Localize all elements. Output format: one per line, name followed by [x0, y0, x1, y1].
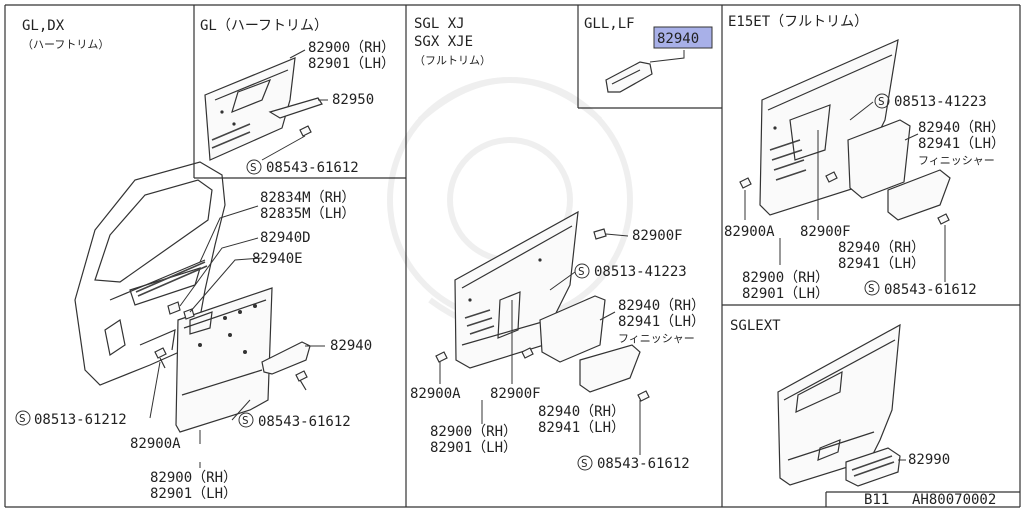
panel-gl-half-title: GL（ハーフトリム）: [200, 18, 328, 34]
screw-symbol-icon: S: [15, 410, 31, 426]
svg-text:S: S: [581, 457, 588, 470]
screw-illustration: [937, 213, 950, 225]
panel-sglext: SGLEXT 82990: [730, 318, 950, 487]
highlight-box: [653, 26, 713, 49]
armrest-illustration: [887, 169, 951, 221]
label-82941-lh: 82941（LH）: [918, 136, 1005, 152]
panel-e15et-title: E15ET（フルトリム）: [728, 14, 868, 30]
label-finisher: フィニッシャー: [618, 332, 695, 345]
screw-symbol-icon: S: [574, 263, 590, 279]
svg-text:S: S: [242, 414, 249, 427]
label-82941-lh-2: 82941（LH）: [838, 256, 925, 272]
label-82900-rh: 82900（RH）: [308, 40, 395, 56]
screw-symbol-icon: S: [238, 412, 254, 428]
pull-handle-82950-illustration: [268, 97, 323, 119]
screw-symbol-icon: S: [246, 159, 262, 175]
label-08513-41223: 08513-41223: [594, 264, 687, 280]
label-82940-rh: 82940（RH）: [618, 298, 705, 314]
panel-gll-lf: GLL,LF 82940: [584, 16, 713, 93]
label-08513-41223: 08513-41223: [894, 94, 987, 110]
footer-code: AH80070002: [912, 492, 996, 508]
label-08543-61612: 08543-61612: [597, 456, 690, 472]
svg-text:S: S: [578, 265, 585, 278]
screw-illustration: [154, 347, 167, 369]
svg-text:S: S: [868, 282, 875, 295]
label-82940-rh-2: 82940（RH）: [838, 240, 925, 256]
label-82900-rh: 82900（RH）: [742, 270, 829, 286]
label-82940-rh-2: 82940（RH）: [538, 404, 625, 420]
label-82901-lh: 82901（LH）: [742, 286, 829, 302]
panel-frames: [4, 4, 1021, 508]
label-82900f: 82900F: [800, 224, 851, 240]
trim-panel-illustration: [175, 287, 273, 433]
panel-sgl: SGL XJ SGX XJE （フルトリム） 82900F S 08: [410, 16, 705, 472]
label-82900-rh: 82900（RH）: [150, 470, 237, 486]
svg-text:S: S: [19, 412, 26, 425]
armrest-82940-illustration: [261, 341, 311, 375]
panel-sglext-title: SGLEXT: [730, 318, 781, 334]
pull-strap-illustration: [135, 261, 208, 297]
screw-illustration: [739, 177, 752, 189]
label-82940: 82940: [330, 338, 372, 354]
clip-illustration: [167, 301, 181, 315]
clip-82900f-illustration: [593, 228, 607, 240]
label-82901-lh: 82901（LH）: [430, 440, 517, 456]
svg-text:S: S: [878, 95, 885, 108]
screw-illustration: [825, 171, 838, 183]
label-08543-61612: 08543-61612: [884, 282, 977, 298]
screw-symbol-icon: S: [874, 93, 890, 109]
label-82900a: 82900A: [130, 436, 181, 452]
label-82900f-top: 82900F: [632, 228, 683, 244]
panel-gl-dx-title: GL,DX: [22, 18, 65, 34]
screw-symbol-icon: S: [864, 280, 880, 296]
label-82941-lh: 82941（LH）: [618, 314, 705, 330]
screw-illustration: [521, 347, 534, 359]
label-82835m-lh: 82835M（LH）: [260, 206, 355, 222]
panel-sgl-title-2: SGX XJE: [414, 34, 473, 50]
panel-sgl-subtitle: （フルトリム）: [414, 54, 491, 67]
label-82901-lh: 82901（LH）: [150, 486, 237, 502]
label-82900a: 82900A: [410, 386, 461, 402]
screw-illustration: [295, 370, 308, 391]
label-82900a: 82900A: [724, 224, 775, 240]
panel-gl-dx-subtitle: （ハーフトリム）: [22, 38, 109, 51]
label-08543-61612: 08543-61612: [266, 160, 359, 176]
label-finisher: フィニッシャー: [918, 154, 995, 167]
screw-symbol-icon: S: [577, 455, 593, 471]
label-08543-61612: 08543-61612: [258, 414, 351, 430]
svg-text:S: S: [250, 161, 257, 174]
label-82940-rh: 82940（RH）: [918, 120, 1005, 136]
clip-illustration: [183, 308, 195, 320]
label-82990: 82990: [908, 452, 950, 468]
label-08513-61212: 08513-61212: [34, 412, 127, 428]
label-82941-lh-2: 82941（LH）: [538, 420, 625, 436]
label-82950: 82950: [332, 92, 374, 108]
armrest-illustration: [579, 344, 641, 393]
label-82940-highlighted[interactable]: 82940: [657, 31, 699, 47]
panel-gl-half: GL（ハーフトリム） 82900（RH） 82901（LH） 82950 S 0…: [200, 18, 395, 176]
finisher-illustration: [847, 119, 911, 199]
panel-sgl-title-1: SGL XJ: [414, 16, 465, 32]
label-82940e: 82940E: [252, 251, 303, 267]
screw-illustration: [637, 390, 650, 402]
panel-e15et: E15ET（フルトリム） S 08513-41223 82940（RH） 829…: [724, 14, 1005, 302]
panel-gll-lf-title: GLL,LF: [584, 16, 635, 32]
trim-panel-illustration: [777, 323, 901, 486]
screw-illustration: [299, 125, 312, 137]
label-82900-rh: 82900（RH）: [430, 424, 517, 440]
label-82940d: 82940D: [260, 230, 311, 246]
panel-gl-dx: GL,DX （ハーフトリム）: [15, 18, 372, 502]
label-82834m-rh: 82834M（RH）: [260, 190, 355, 206]
screw-illustration: [435, 351, 448, 363]
finisher-illustration: [539, 295, 606, 363]
label-82900f: 82900F: [490, 386, 541, 402]
label-82901-lh: 82901（LH）: [308, 56, 395, 72]
footer-model: B11: [864, 492, 889, 508]
armrest-82940-illustration: [605, 61, 653, 93]
door-shell-illustration: [74, 161, 226, 386]
